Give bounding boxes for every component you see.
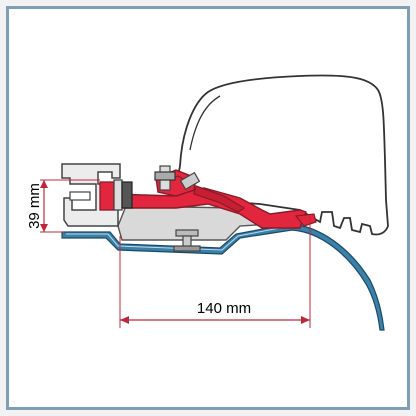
van-roof-profile xyxy=(61,223,385,331)
clamp-nut-left xyxy=(121,181,133,209)
width-dimension-label: 140 mm xyxy=(197,300,251,317)
clamp-bolt-left xyxy=(113,179,123,211)
clamp-block-left xyxy=(99,181,115,211)
adapter-bracket-diagonal xyxy=(193,185,246,213)
width-arrow-left xyxy=(120,316,129,324)
bolt-nut xyxy=(173,245,201,252)
top-right-bolt xyxy=(179,171,201,191)
width-arrow-right xyxy=(301,316,310,324)
bracket-end-hook xyxy=(294,213,317,227)
top-nut xyxy=(154,171,176,181)
height-dimension-label: 39 mm xyxy=(26,183,43,229)
bolt-head xyxy=(175,229,199,237)
awning-cassette-inner-curve xyxy=(189,95,221,151)
van-roof-highlight xyxy=(66,225,291,251)
rail-slot xyxy=(69,191,91,201)
height-arrow-top xyxy=(40,180,48,188)
height-arrow-bottom xyxy=(40,224,48,232)
